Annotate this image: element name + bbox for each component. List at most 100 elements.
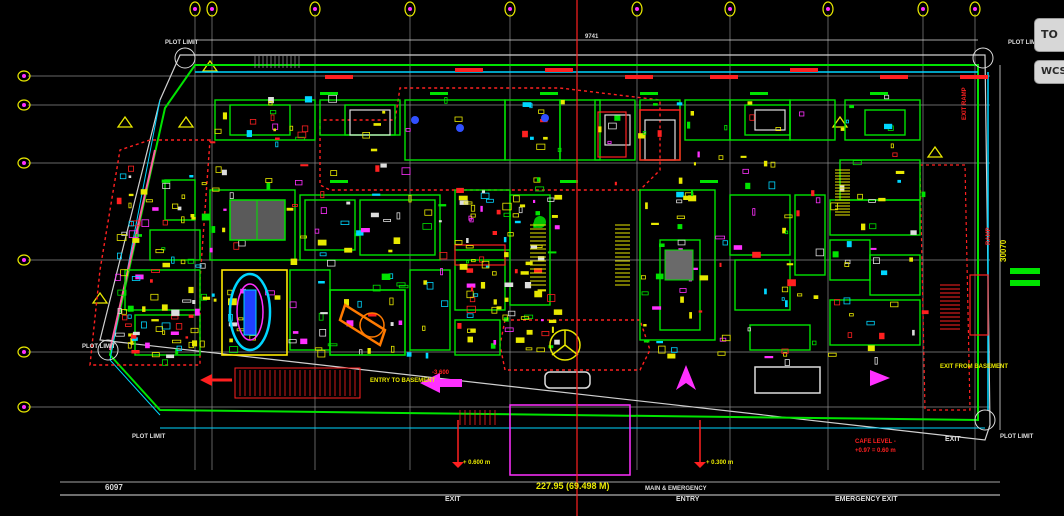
dim-right-label: 30070	[999, 239, 1008, 262]
fixture-mark	[551, 326, 554, 333]
fixture-mark	[212, 187, 220, 192]
corridor-bar	[320, 92, 338, 95]
fixture-mark	[520, 271, 529, 275]
fixture-mark	[238, 317, 244, 321]
room-wall	[404, 99, 506, 161]
fixture-mark	[481, 190, 485, 194]
fixture-mark	[657, 130, 662, 137]
fixture-mark	[514, 220, 521, 224]
fixture-mark	[834, 299, 841, 306]
fixture-mark	[690, 267, 698, 270]
red-dashed-zone-right	[919, 164, 971, 411]
fixture-mark	[356, 230, 364, 236]
fixture-mark	[884, 94, 890, 100]
room-wall	[134, 314, 201, 356]
grid-bubble-left	[17, 401, 31, 413]
entry-arrow-icon	[420, 373, 462, 393]
fixture-mark	[115, 332, 125, 337]
room-wall	[509, 194, 551, 306]
fixture-mark	[175, 348, 179, 355]
fixture-mark	[764, 288, 767, 295]
level-b-label: + 0.300 m	[706, 460, 733, 466]
main-emergency-label: MAIN & EMERGENCY	[645, 486, 707, 492]
fixture-mark	[480, 192, 490, 199]
fixture-mark	[535, 186, 545, 192]
fixture-mark	[890, 301, 899, 308]
grid-bubble-top	[969, 1, 981, 17]
ambulance-icon	[754, 366, 821, 394]
fixture-mark	[142, 306, 146, 312]
fixture-mark	[289, 125, 294, 131]
grid-bubble-left	[17, 346, 31, 358]
fixture-mark	[222, 112, 227, 120]
fixture-mark	[698, 310, 703, 313]
fixture-mark	[614, 115, 621, 121]
mri-gantry	[228, 272, 272, 352]
fixture-mark	[317, 239, 327, 246]
fixture-mark	[150, 293, 159, 301]
fixture-mark	[275, 137, 280, 140]
fixture-mark	[424, 209, 433, 216]
fixture-mark	[441, 300, 449, 307]
fixture-mark	[787, 279, 796, 287]
fixture-mark	[679, 288, 687, 293]
plot-limit-label-bl: PLOT LIMIT	[132, 434, 166, 440]
fixture-mark	[543, 136, 548, 140]
fixture-mark	[813, 295, 819, 299]
fixture-mark	[128, 165, 134, 172]
fixture-mark	[481, 260, 490, 269]
fixture-mark	[598, 126, 602, 133]
top-view-button[interactable]: TO	[1034, 18, 1064, 52]
fixture-mark	[466, 238, 469, 243]
fixture-mark	[238, 240, 246, 247]
fixture-mark	[128, 230, 139, 239]
fixture-mark	[199, 340, 205, 348]
exit-ramp-label: EXIT RAMP	[962, 87, 968, 120]
level-a-label: + 0.600 m	[463, 460, 490, 466]
fixture-mark	[292, 331, 299, 334]
fixture-mark	[719, 337, 727, 342]
fixture-mark	[491, 306, 498, 314]
fixture-mark	[764, 356, 774, 359]
fixture-mark	[525, 347, 533, 351]
fixture-mark	[373, 123, 381, 126]
fixture-mark	[422, 325, 426, 331]
left-arrow-icon	[200, 374, 212, 386]
fixture-mark	[389, 297, 394, 306]
fixture-mark	[740, 155, 747, 158]
fixture-mark	[229, 192, 234, 199]
fixture-mark	[551, 215, 558, 218]
room-wall	[639, 189, 716, 341]
fixture-mark	[554, 194, 563, 200]
plot-corner-tl	[174, 47, 196, 69]
fixture-mark	[522, 130, 528, 138]
fixture-mark	[504, 297, 509, 302]
fixture-mark	[490, 343, 496, 349]
fixture-mark	[676, 199, 683, 204]
room-wall	[864, 109, 906, 136]
fixture-mark	[265, 290, 275, 296]
fixture-mark	[274, 295, 281, 300]
fixture-mark	[211, 226, 216, 233]
fixture-mark	[496, 306, 502, 310]
fixture-mark	[456, 187, 464, 193]
grid-bubble-left	[17, 157, 31, 169]
fixture-mark	[828, 352, 837, 357]
fixture-mark	[273, 128, 276, 132]
fixture-mark	[233, 242, 240, 250]
fixture-mark	[867, 345, 875, 352]
fixture-mark	[651, 222, 659, 225]
fixture-mark	[678, 177, 683, 184]
fixture-mark	[162, 359, 168, 366]
fixture-mark	[690, 111, 694, 116]
fixture-mark	[653, 103, 658, 106]
fixture-mark	[127, 314, 132, 319]
fixture-mark	[249, 119, 257, 125]
fixture-mark	[874, 356, 878, 365]
fixture-mark	[161, 304, 168, 311]
fixture-mark	[470, 286, 474, 292]
fixture-mark	[747, 101, 753, 105]
wcs-button[interactable]: WCS	[1034, 60, 1064, 84]
room-tag-bar	[625, 75, 653, 79]
